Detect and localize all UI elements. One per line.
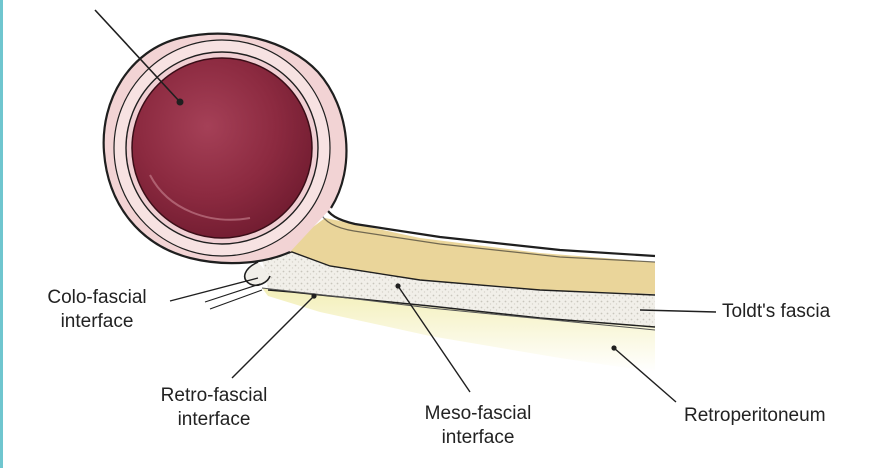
retro-fascial-label-line1: Retro-fascial <box>142 384 286 408</box>
colo-fascial-label-line1: Colo-fascial <box>28 286 166 310</box>
retro-fascial-leader <box>232 296 314 378</box>
colo-fascial-label-line2: interface <box>28 310 166 334</box>
retro-fascial-label-line2: interface <box>142 408 286 432</box>
toldts-fascia-label: Toldt's fascia <box>722 300 830 324</box>
retro-fascial-label: Retro-fascial interface <box>142 384 286 432</box>
meso-fascial-leader-dot <box>395 283 400 288</box>
meso-fascial-label: Meso-fascial interface <box>406 402 550 450</box>
colo-fascial-leader-3 <box>210 290 262 309</box>
retroperitoneum-label: Retroperitoneum <box>684 404 826 428</box>
meso-fascial-label-line2: interface <box>406 426 550 450</box>
colo-fascial-leader-2 <box>205 284 260 302</box>
retroperitoneum-leader-dot <box>611 345 616 350</box>
meso-fascial-label-line1: Meso-fascial <box>406 402 550 426</box>
retro-fascial-leader-dot <box>311 293 316 298</box>
colo-fascial-label: Colo-fascial interface <box>28 286 166 334</box>
lumen-leader-dot <box>177 99 184 106</box>
colon-lumen <box>132 58 312 238</box>
